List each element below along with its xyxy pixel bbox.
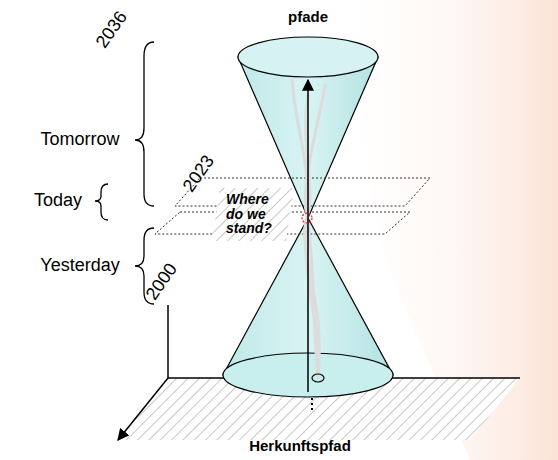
today-plane-upper [175,178,430,206]
year-label: 2000 [142,260,181,304]
plane-band: Where do we stand? [212,188,294,241]
band-shape [212,188,294,241]
time-arrow [307,80,309,392]
period-label: Tomorrow [40,130,119,150]
now-marker [302,213,312,223]
origin-marker [312,374,324,382]
band-text: Where do we stand? [212,188,294,240]
year-label: 2036 [92,8,131,52]
future-cone-top [238,37,378,77]
year-label: 2023 [179,152,218,196]
y-axis [118,378,168,440]
period-label: Yesterday [40,256,119,276]
cone-label: pfade [288,9,328,26]
time-axis [167,305,169,378]
cone-label: Herkunftspfad [249,438,351,455]
origin-tick [311,398,313,412]
period-label: Today [34,191,82,211]
